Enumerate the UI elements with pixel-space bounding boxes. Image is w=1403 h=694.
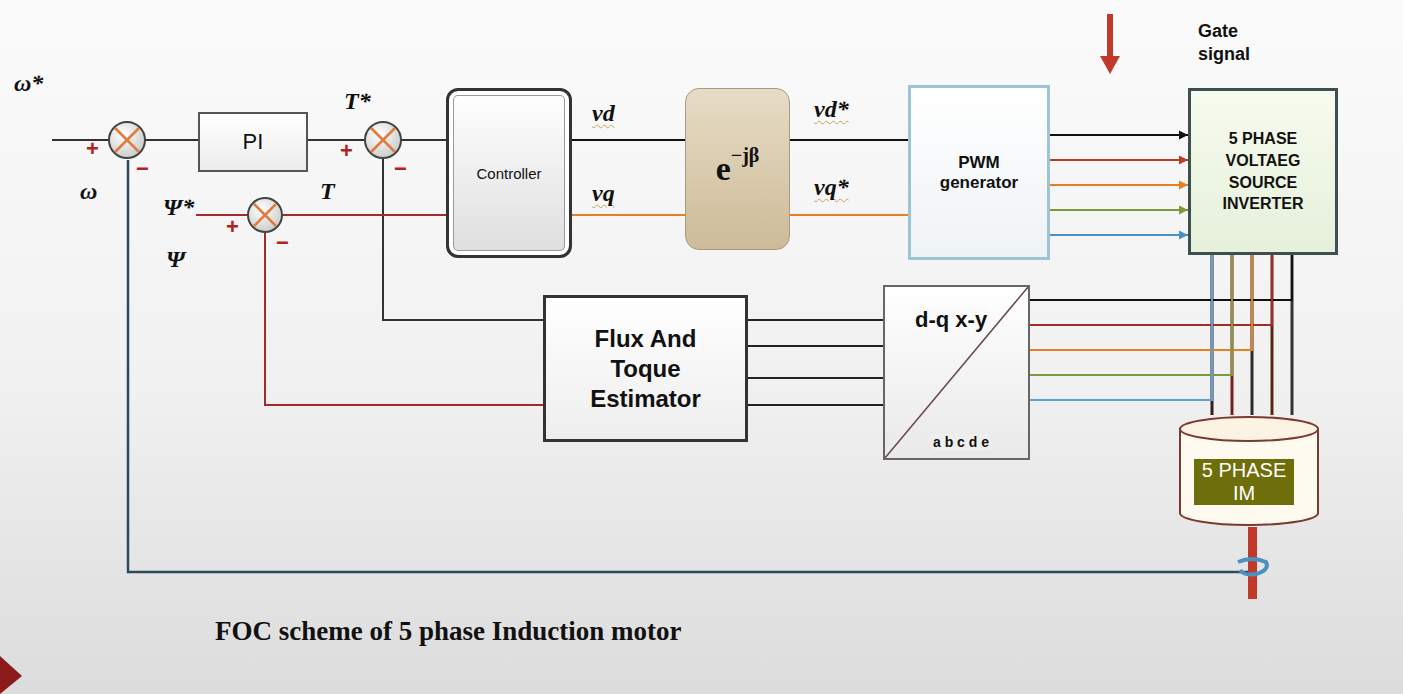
signal-wire [1050,156,1188,165]
box-label: Flux And Toque Estimator [561,324,731,414]
signal-wire [790,140,908,141]
signal-wire [748,378,883,379]
flux-reference-wire [196,214,248,216]
summing-junction [365,122,401,158]
summing-junction [248,198,282,232]
feedback-symbol: T [320,178,335,205]
motor-shaft [1238,527,1267,599]
reference-symbol: T* [344,88,371,115]
box-label: Controller [476,165,541,182]
signal-wire [572,215,685,216]
plus-sign: + [86,136,99,162]
signal-name: vq* [814,174,849,201]
signal-name: vd* [814,96,849,123]
signal-wire [1050,131,1188,140]
feedback-symbol: Ψ [166,246,185,273]
rotation-block: e−jβ [685,88,790,250]
signal-wire [790,215,908,216]
pi-block: PI [198,112,308,172]
error-wire [145,139,198,141]
box-label: e [716,150,731,188]
signal-wire [748,346,883,347]
transform-block: d-q x-y a b c d e [883,285,1030,460]
estimator-block: Flux And Toque Estimator [543,295,748,442]
signal-wire [1030,255,1212,400]
signal-wire [1050,181,1188,190]
signal-name: vq [592,180,615,207]
signal-wire [572,140,685,141]
summing-junction [109,122,145,158]
plus-sign: + [340,138,353,164]
signal-wire [1030,255,1252,350]
plus-sign: + [226,214,239,240]
signal-name: Gate signal [1198,20,1278,65]
minus-sign: − [394,156,407,182]
reference-symbol: ω* [14,70,43,97]
signal-wire [1030,255,1272,325]
box-label: d-q x-y [913,307,989,333]
minus-sign: − [276,230,289,256]
box-label: a b c d e [931,434,991,450]
feedback-symbol: ω [80,178,97,205]
signal-wire [1050,206,1188,215]
reference-wire [52,139,109,141]
box-label: −jβ [731,144,760,167]
gate-arrow [1100,14,1120,74]
signal-wire [1050,231,1188,240]
box-label: 5 PHASE IM [1194,459,1294,505]
corner-mark [0,656,22,694]
signal-wire [1030,255,1232,375]
box-label: PWM generator [924,153,1034,193]
controller-block: Controller [446,88,572,258]
motor-body: 5 PHASE IM [1178,415,1320,527]
figure-caption: FOC scheme of 5 phase Induction motor [215,616,682,647]
reference-symbol: Ψ* [163,194,194,221]
signal-wire [748,405,883,406]
box-label: PI [243,129,264,155]
pwm-block: PWM generator [908,85,1050,260]
signal-wire [748,320,883,321]
minus-sign: − [136,156,149,182]
box-label: 5 PHASE VOLTAEG SOURCE INVERTER [1198,128,1328,214]
inverter-block: 5 PHASE VOLTAEG SOURCE INVERTER [1188,88,1338,255]
signal-name: vd [592,100,615,127]
